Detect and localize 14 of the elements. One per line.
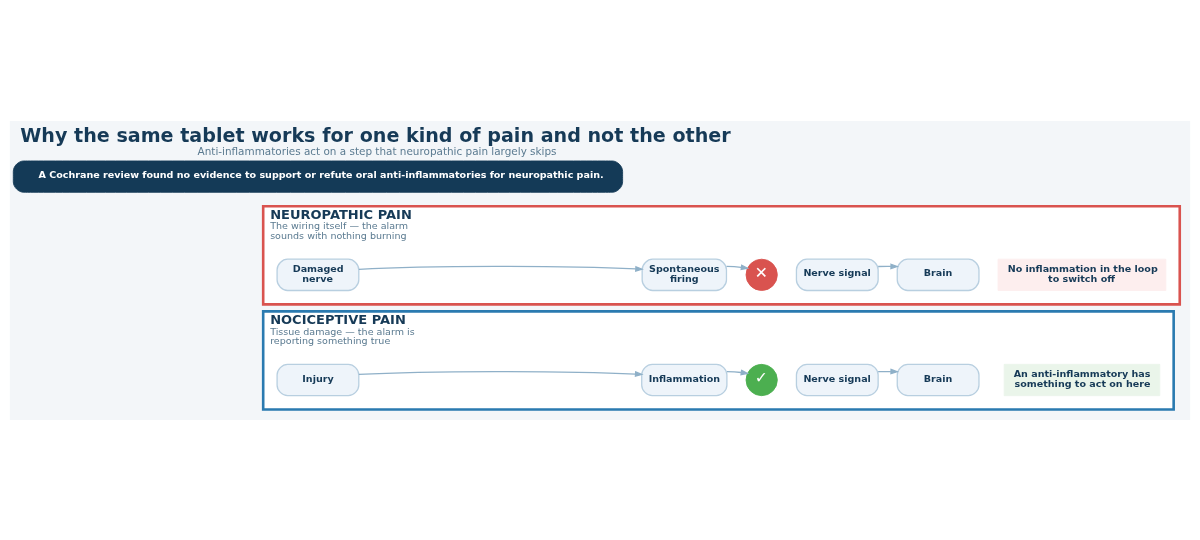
node-box: Inflammation — [641, 363, 728, 396]
arrow — [358, 370, 644, 377]
node-box: Brain — [896, 258, 980, 291]
node-box: A Cochrane review found no evidence to support or refute oral anti-inflammatories for neuropathic pain. — [12, 160, 624, 193]
node-box: Spontaneous firing — [641, 258, 728, 291]
node-box: Nerve signal — [795, 363, 879, 396]
node-box: Injury — [276, 363, 360, 396]
node-box: Brain — [896, 363, 980, 396]
node-box: Damaged nerve — [276, 258, 360, 291]
arrow — [358, 265, 644, 272]
diagram-title: Why the same tablet works for one kind of pain and not the other — [20, 123, 731, 147]
node-circle: ✓ — [745, 363, 778, 396]
node-box: Nerve signal — [795, 258, 879, 291]
node-circle: ✕ — [745, 258, 778, 291]
